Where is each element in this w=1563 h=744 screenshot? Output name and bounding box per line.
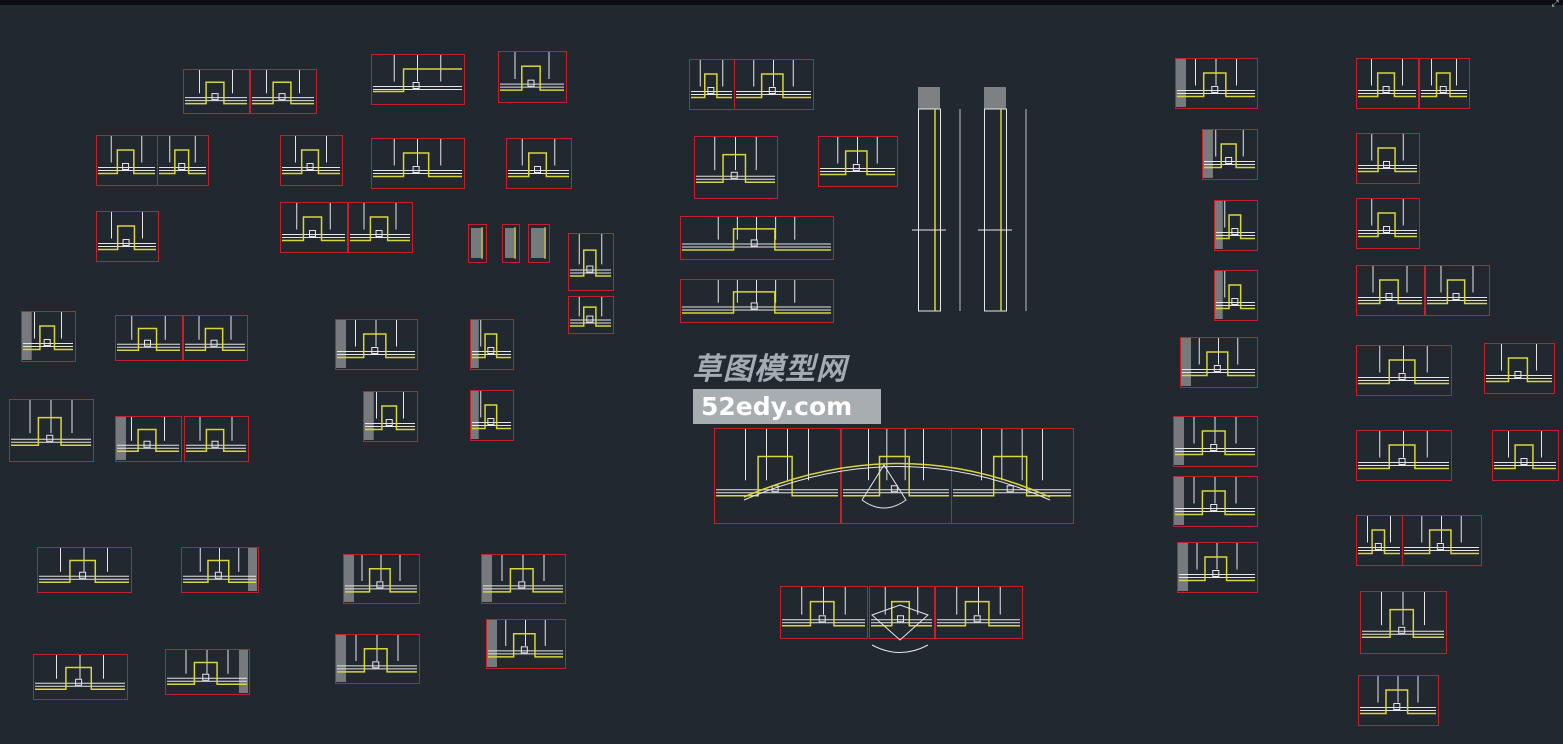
detail-drawing-13[interactable] xyxy=(468,224,487,263)
top-bar xyxy=(0,0,1563,5)
detail-drawing-30[interactable] xyxy=(343,554,420,604)
detail-drawing-31[interactable] xyxy=(481,554,566,604)
detail-drawing-57[interactable] xyxy=(1419,58,1470,109)
detail-drawing-27[interactable] xyxy=(184,416,249,462)
detail-drawing-18[interactable] xyxy=(21,311,76,362)
detail-drawing-24[interactable] xyxy=(470,390,514,441)
detail-drawing-20[interactable] xyxy=(183,315,248,361)
detail-drawing-17[interactable] xyxy=(568,296,614,334)
detail-drawing-11[interactable] xyxy=(280,202,348,253)
detail-drawing-14[interactable] xyxy=(502,224,520,263)
detail-drawing-6[interactable] xyxy=(157,135,209,186)
detail-drawing-50[interactable] xyxy=(1214,200,1258,251)
column-section-2[interactable] xyxy=(978,87,1027,312)
detail-drawing-4[interactable] xyxy=(498,51,567,103)
detail-drawing-40[interactable] xyxy=(680,216,834,260)
detail-drawing-33[interactable] xyxy=(165,649,250,695)
detail-drawing-41[interactable] xyxy=(680,279,834,323)
detail-drawing-65[interactable] xyxy=(1492,430,1559,481)
detail-drawing-9[interactable] xyxy=(506,138,572,189)
detail-drawing-19[interactable] xyxy=(115,315,183,361)
detail-drawing-55[interactable] xyxy=(1177,542,1258,593)
detail-drawing-38[interactable] xyxy=(694,136,778,199)
detail-drawing-68[interactable] xyxy=(1360,591,1447,654)
detail-drawing-34[interactable] xyxy=(335,634,420,684)
detail-drawing-15[interactable] xyxy=(528,224,550,263)
detail-drawing-23[interactable] xyxy=(363,391,418,442)
detail-drawing-54[interactable] xyxy=(1173,476,1258,527)
detail-drawing-37[interactable] xyxy=(734,59,814,110)
detail-drawing-1[interactable] xyxy=(183,69,250,114)
detail-drawing-42[interactable] xyxy=(714,428,841,524)
detail-drawing-35[interactable] xyxy=(486,619,566,669)
detail-drawing-66[interactable] xyxy=(1356,515,1403,566)
detail-drawing-21[interactable] xyxy=(335,319,418,370)
detail-drawing-44[interactable] xyxy=(951,428,1074,524)
detail-drawing-52[interactable] xyxy=(1180,337,1258,388)
detail-drawing-12[interactable] xyxy=(348,202,413,253)
detail-drawing-5[interactable] xyxy=(96,135,158,186)
detail-drawing-49[interactable] xyxy=(1202,129,1258,180)
detail-drawing-39[interactable] xyxy=(818,136,898,187)
detail-drawing-48[interactable] xyxy=(1175,58,1258,109)
watermark-url: 52edy.com xyxy=(693,389,881,424)
detail-drawing-36[interactable] xyxy=(689,59,735,110)
detail-drawing-53[interactable] xyxy=(1173,416,1258,467)
detail-drawing-60[interactable] xyxy=(1356,265,1425,316)
column-section-1[interactable] xyxy=(912,87,961,312)
detail-drawing-3[interactable] xyxy=(371,54,465,105)
detail-drawing-7[interactable] xyxy=(280,135,343,186)
detail-drawing-28[interactable] xyxy=(37,547,132,593)
detail-drawing-2[interactable] xyxy=(250,69,317,114)
arched-ceiling xyxy=(743,462,1051,653)
detail-drawing-56[interactable] xyxy=(1356,58,1419,109)
maximize-icon[interactable]: ⤢ xyxy=(1551,0,1559,9)
detail-drawing-32[interactable] xyxy=(33,654,128,700)
detail-drawing-29[interactable] xyxy=(181,547,259,593)
detail-drawing-10[interactable] xyxy=(96,211,159,262)
detail-drawing-8[interactable] xyxy=(371,138,465,189)
detail-drawing-22[interactable] xyxy=(470,319,514,370)
detail-drawing-61[interactable] xyxy=(1425,265,1490,316)
detail-drawing-16[interactable] xyxy=(568,233,614,291)
detail-drawing-58[interactable] xyxy=(1356,133,1420,184)
detail-drawing-62[interactable] xyxy=(1356,345,1452,396)
detail-drawing-51[interactable] xyxy=(1214,270,1258,321)
detail-drawing-25[interactable] xyxy=(9,399,94,462)
detail-drawing-43[interactable] xyxy=(841,428,952,524)
detail-drawing-67[interactable] xyxy=(1402,515,1482,566)
detail-drawing-47[interactable] xyxy=(935,586,1023,639)
detail-drawing-63[interactable] xyxy=(1484,343,1555,394)
detail-drawing-45[interactable] xyxy=(780,586,868,639)
watermark-text: 草图模型网 xyxy=(692,352,847,387)
detail-drawing-69[interactable] xyxy=(1358,675,1439,726)
detail-drawing-59[interactable] xyxy=(1356,198,1420,249)
detail-drawing-26[interactable] xyxy=(115,416,182,462)
detail-drawing-64[interactable] xyxy=(1356,430,1452,481)
